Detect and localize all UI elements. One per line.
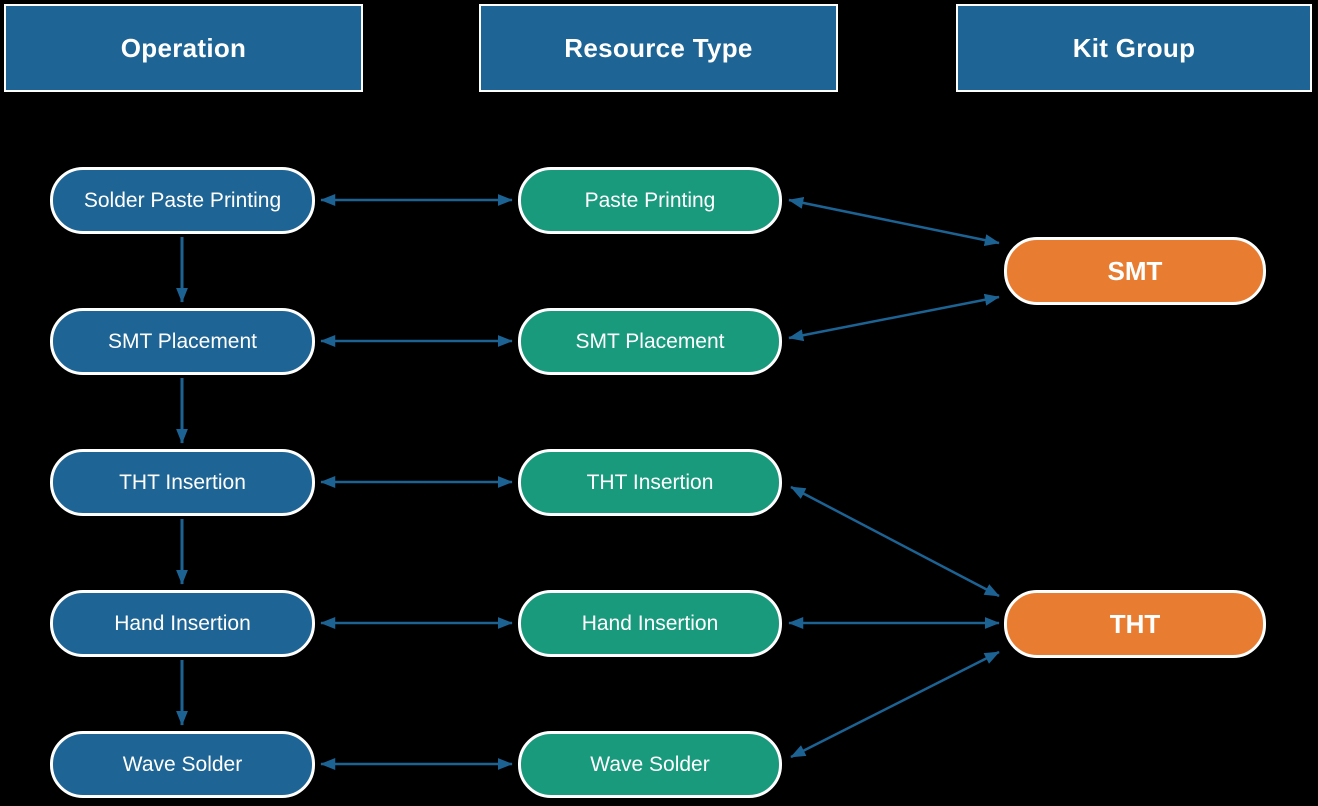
operation-node-hand-insertion: Hand Insertion: [50, 590, 315, 657]
arrow-smt-placement-smt: [788, 293, 1000, 342]
operation-node-smt-placement: SMT Placement: [50, 308, 315, 375]
header-operation: Operation: [4, 4, 363, 92]
arrow-wave-solder-tht: [790, 650, 1000, 759]
resource-node-smt-placement: SMT Placement: [518, 308, 782, 375]
operation-node-wave-solder: Wave Solder: [50, 731, 315, 798]
resource-node-paste-printing: Paste Printing: [518, 167, 782, 234]
resource-node-tht-insertion: THT Insertion: [518, 449, 782, 516]
header-resource-type: Resource Type: [479, 4, 838, 92]
resource-node-hand-insertion: Hand Insertion: [518, 590, 782, 657]
arrow-tht-insertion-tht: [790, 485, 1000, 598]
resource-node-wave-solder: Wave Solder: [518, 731, 782, 798]
kit-group-node-smt: SMT: [1004, 237, 1266, 305]
operation-node-tht-insertion: THT Insertion: [50, 449, 315, 516]
kit-group-node-tht: THT: [1004, 590, 1266, 658]
arrow-paste-printing-smt: [788, 196, 1000, 247]
operation-node-solder-paste-printing: Solder Paste Printing: [50, 167, 315, 234]
header-kit-group: Kit Group: [956, 4, 1312, 92]
